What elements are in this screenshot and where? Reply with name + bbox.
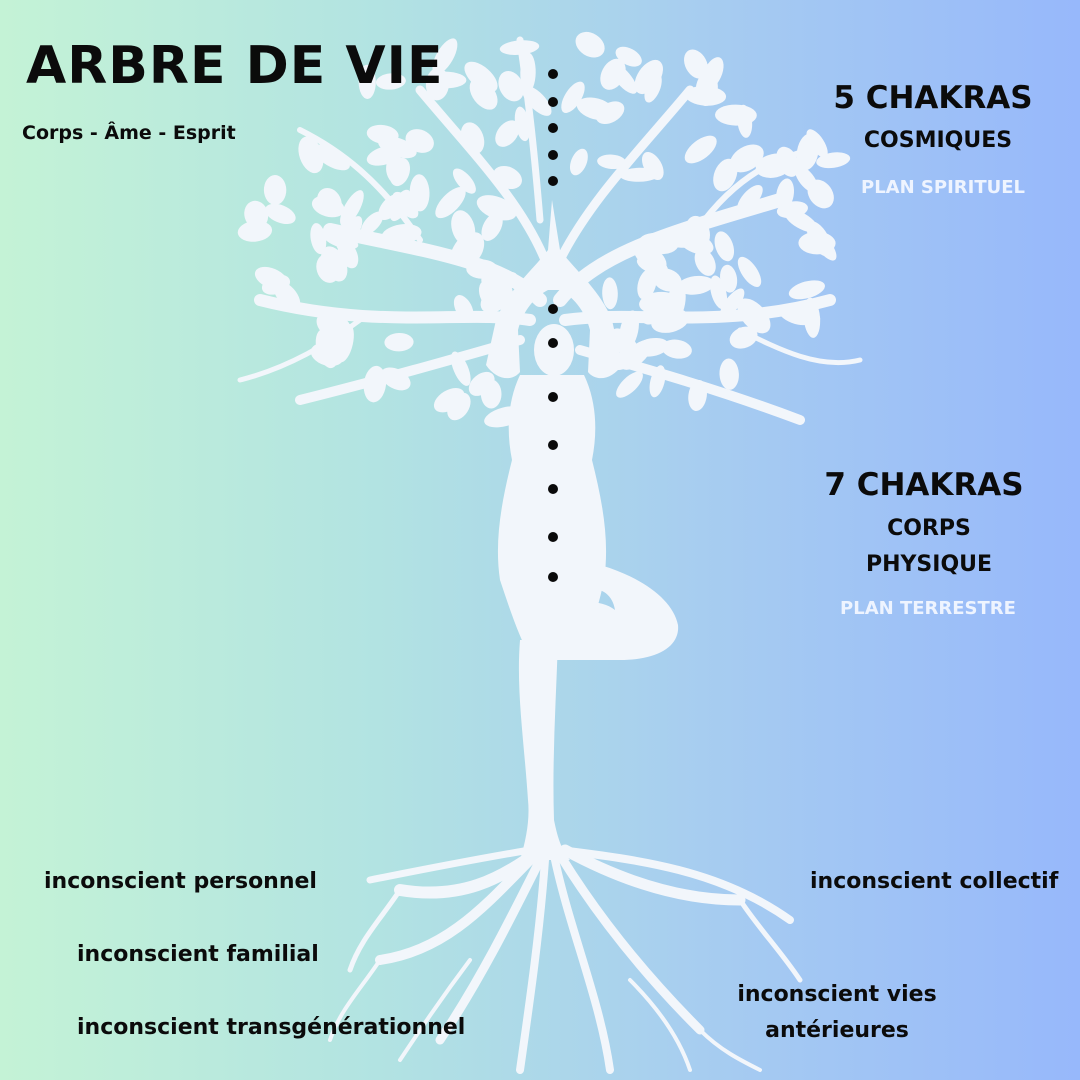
leaf	[713, 158, 738, 192]
body-chakra-dot	[548, 532, 558, 542]
cosmic-chakras-heading: 5 CHAKRAS	[833, 80, 1033, 116]
leaf	[366, 124, 399, 144]
leaf	[495, 120, 520, 147]
leaf	[637, 268, 657, 300]
leaf	[432, 38, 458, 75]
body-chakra-dot	[548, 440, 558, 450]
leaf	[634, 337, 669, 357]
leaf	[715, 104, 757, 126]
leaf	[597, 154, 627, 170]
leaf	[389, 189, 411, 222]
cosmic-chakra-dot	[548, 69, 558, 79]
leaf	[644, 73, 662, 103]
leaf	[337, 240, 359, 269]
leaf	[695, 71, 718, 107]
leaf	[310, 223, 327, 255]
leaf	[244, 200, 269, 229]
body-chakra-dot	[548, 338, 558, 348]
leaf	[737, 256, 762, 287]
leaf	[719, 358, 739, 390]
leaf	[602, 277, 618, 310]
leaf	[729, 326, 758, 349]
tree-roots	[328, 844, 803, 1074]
page-subtitle: Corps - Âme - Esprit	[22, 122, 236, 144]
earthly-plane-label: PLAN TERRESTRE	[840, 598, 1016, 619]
leaf	[714, 231, 735, 262]
leaf	[806, 129, 828, 158]
leaf	[684, 135, 717, 164]
figure-trunk	[518, 640, 570, 860]
leaf	[569, 148, 588, 176]
body-chakras-heading: 7 CHAKRAS	[824, 467, 1024, 503]
body-chakra-dot	[548, 572, 558, 582]
leaf	[265, 203, 296, 225]
leaf	[375, 73, 406, 90]
body-chakras-subheading-line2: PHYSIQUE	[865, 552, 993, 577]
leaf	[263, 175, 287, 205]
leaf	[481, 212, 503, 241]
figure-arms	[486, 200, 622, 379]
leaf	[360, 211, 384, 235]
figure-bent-leg	[550, 560, 679, 660]
body-chakra-dots	[548, 304, 558, 582]
leaf	[609, 62, 638, 94]
label-inconscient-familial: inconscient familial	[77, 942, 319, 967]
label-inconscient-transgenerationnel: inconscient transgénérationnel	[77, 1015, 466, 1040]
cosmic-chakra-dot	[548, 150, 558, 160]
body-chakras-subheading-line1: CORPS	[887, 516, 971, 541]
leaf	[616, 371, 643, 398]
body-chakra-dot	[548, 484, 558, 494]
cosmic-chakra-dot	[548, 123, 558, 133]
leaf	[469, 78, 498, 110]
leaf	[641, 151, 664, 181]
label-inconscient-vies-line2: antérieures	[765, 1018, 909, 1043]
leaf	[447, 392, 471, 421]
leaf	[358, 64, 376, 99]
leaf	[384, 332, 414, 352]
label-inconscient-vies-line1: inconscient vies	[737, 982, 937, 1007]
leaf	[317, 187, 342, 217]
leaf	[261, 274, 291, 295]
cosmic-chakras-subheading: COSMIQUES	[863, 128, 1013, 153]
leaf	[661, 339, 692, 359]
cosmic-chakra-dots	[548, 69, 558, 186]
cosmic-chakra-dot	[548, 97, 558, 107]
leaf	[409, 174, 430, 212]
leaf	[340, 190, 364, 227]
label-inconscient-collectif: inconscient collectif	[810, 869, 1059, 894]
leaf	[794, 165, 819, 193]
leaf	[452, 168, 476, 194]
leaf	[684, 49, 708, 79]
body-chakra-dot	[548, 304, 558, 314]
leaf	[720, 264, 738, 293]
spiritual-plane-label: PLAN SPIRITUEL	[861, 177, 1025, 198]
label-inconscient-personnel: inconscient personnel	[44, 869, 317, 894]
leaf	[677, 275, 715, 295]
cosmic-chakra-dot	[548, 176, 558, 186]
leaf	[498, 71, 524, 102]
leaf	[561, 81, 585, 114]
leaf	[776, 201, 808, 219]
leaf	[595, 101, 625, 125]
leaf	[389, 157, 411, 187]
leaf	[788, 280, 825, 300]
leaf	[313, 144, 350, 171]
leaf	[729, 144, 764, 173]
page-title: ARBRE DE VIE	[26, 36, 444, 96]
leaf	[425, 67, 450, 101]
leaf	[575, 31, 605, 58]
leaf	[435, 187, 466, 219]
leaf	[405, 129, 434, 153]
leaf	[694, 248, 716, 276]
body-chakra-dot	[548, 392, 558, 402]
leaf	[812, 231, 837, 261]
figure-head	[534, 324, 574, 376]
leaf	[468, 371, 495, 396]
